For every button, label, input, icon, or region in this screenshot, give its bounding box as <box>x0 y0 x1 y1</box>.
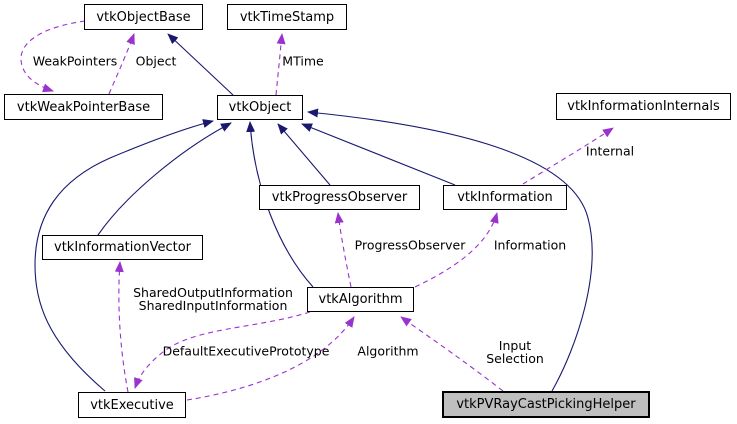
edge-algorithm <box>186 316 355 401</box>
node-vtk-executive[interactable]: vtkExecutive <box>78 392 186 418</box>
edge-label-shared-input-information: SharedInputInformation <box>138 298 288 313</box>
edge-label-input-selection: Input Selection <box>486 339 544 365</box>
node-vtk-progress-observer[interactable]: vtkProgressObserver <box>259 185 420 210</box>
node-vtk-information-internals[interactable]: vtkInformationInternals <box>556 93 731 120</box>
edge-label-default-executive-prototype: DefaultExecutivePrototype <box>162 343 330 359</box>
edge-label-object: Object <box>135 53 177 69</box>
node-vtk-algorithm[interactable]: vtkAlgorithm <box>307 287 414 312</box>
node-vtk-time-stamp[interactable]: vtkTimeStamp <box>227 4 347 30</box>
edge-label-selection: Selection <box>486 351 544 366</box>
node-vtk-object-base[interactable]: vtkObjectBase <box>84 4 203 30</box>
edge-information <box>414 212 499 288</box>
edge-weakpointers <box>20 20 86 93</box>
edge-input-selection <box>400 316 504 392</box>
edge-label-information: Information <box>493 237 567 253</box>
edge-label-shared-information: SharedOutputInformation SharedInputInfor… <box>133 286 293 312</box>
edge-vtkexecutive-to-vtkobject <box>34 119 214 392</box>
edge-vtkinformationvector-to-vtkobject <box>97 122 232 236</box>
edge-vtkobject-to-vtkobjectbase <box>167 33 234 96</box>
edge-defaultexecutiveprototype <box>134 311 311 389</box>
edge-label-internal: Internal <box>585 143 635 159</box>
edge-vtkprogressobserver-to-vtkobject <box>277 123 331 186</box>
edge-label-progress-observer: ProgressObserver <box>354 237 466 253</box>
node-vtk-weak-pointer-base[interactable]: vtkWeakPointerBase <box>4 94 163 120</box>
edge-label-algorithm: Algorithm <box>357 343 419 359</box>
edge-label-shared-output-information: SharedOutputInformation <box>133 285 293 300</box>
edge-progressobserver <box>334 212 352 288</box>
node-vtk-pv-ray-cast-picking-helper: vtkPVRayCastPickingHelper <box>442 391 650 418</box>
edge-label-mtime: MTime <box>282 53 324 69</box>
node-vtk-information[interactable]: vtkInformation <box>443 185 567 210</box>
node-vtk-information-vector[interactable]: vtkInformationVector <box>42 235 203 260</box>
node-vtk-object[interactable]: vtkObject <box>217 95 303 120</box>
edge-sharedinformation <box>114 261 129 393</box>
edge-vtkalgorithm-to-vtkobject <box>246 121 314 288</box>
edge-vtkpvraycastpickinghelper-to-vtkobject <box>307 108 593 392</box>
edge-vtkinformation-to-vtkobject <box>301 123 456 186</box>
edge-mtime <box>275 33 286 96</box>
edge-label-weak-pointers: WeakPointers <box>32 53 118 69</box>
edge-internal <box>522 127 614 185</box>
edge-label-input: Input <box>498 338 532 353</box>
